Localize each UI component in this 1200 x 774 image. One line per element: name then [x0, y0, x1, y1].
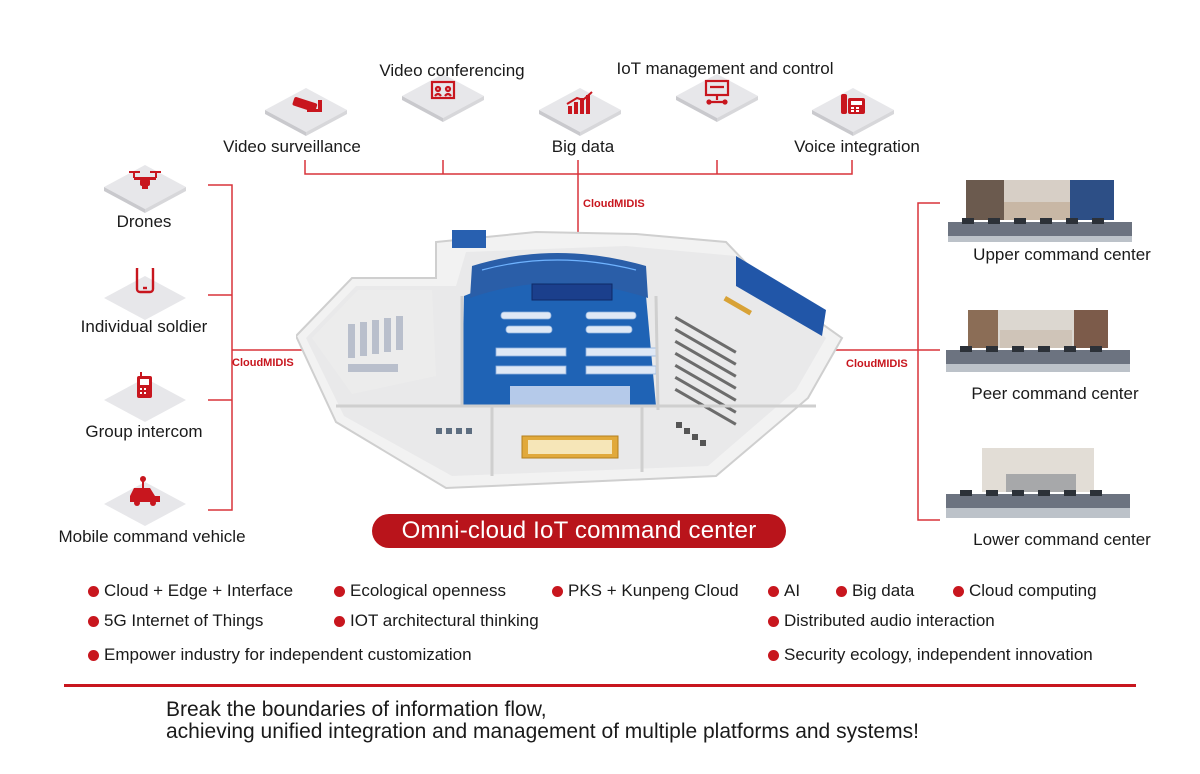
label-upper-command-center: Upper command center — [973, 245, 1151, 264]
video-surveillance-tile — [265, 88, 347, 136]
feature-item: Big data — [836, 581, 914, 601]
command-center-floorplan — [296, 230, 844, 490]
feature-item: Ecological openness — [334, 581, 506, 601]
bullet-dot — [88, 585, 99, 597]
bullet-dot — [334, 585, 345, 597]
individual-soldier-tile — [104, 268, 186, 320]
label-individual-soldier: Individual soldier — [80, 317, 208, 336]
label-video-surveillance: Video surveillance — [223, 137, 361, 156]
feature-item: AI — [768, 581, 800, 601]
bullet-dot — [768, 649, 779, 661]
bullet-dot — [88, 649, 99, 661]
bullet-dot — [953, 585, 964, 597]
label-drones: Drones — [116, 212, 172, 231]
bar-chart-icon — [566, 91, 593, 114]
lower-command-center-image — [946, 448, 1130, 518]
iot-management-tile — [676, 74, 758, 122]
omni-cloud-banner: Omni-cloud IoT command center — [372, 514, 786, 548]
slogan-line-1: Break the boundaries of information flow… — [166, 698, 547, 721]
feature-item: Distributed audio interaction — [768, 611, 995, 631]
label-lower-command-center: Lower command center — [973, 530, 1151, 549]
divider-line — [64, 684, 1136, 687]
drones-tile — [104, 165, 186, 213]
mobile-command-vehicle-tile — [104, 476, 186, 526]
slogan-line-2: achieving unified integration and manage… — [166, 720, 919, 743]
bullet-dot — [768, 615, 779, 627]
mobile-phone-icon — [135, 268, 155, 294]
feature-item: 5G Internet of Things — [88, 611, 263, 631]
conference-screen-icon — [430, 80, 456, 100]
label-voice-integration: Voice integration — [794, 137, 920, 156]
drone-icon — [129, 171, 161, 189]
cctv-camera-icon — [292, 97, 322, 112]
cloudmidis-tag-right: CloudMIDIS — [846, 358, 908, 370]
monitor-network-icon — [704, 79, 730, 105]
group-intercom-tile — [104, 372, 186, 422]
cloudmidis-tag-left: CloudMIDIS — [232, 357, 294, 369]
walkie-talkie-icon — [137, 372, 152, 398]
bullet-dot — [88, 615, 99, 627]
label-mobile-command-vehicle: Mobile command vehicle — [58, 527, 246, 546]
cloudmidis-tag-top: CloudMIDIS — [583, 198, 645, 210]
bullet-dot — [552, 585, 563, 597]
feature-item: IOT architectural thinking — [334, 611, 539, 631]
desk-phone-icon — [841, 94, 865, 114]
big-data-tile — [539, 88, 621, 136]
label-video-conferencing: Video conferencing — [379, 61, 525, 80]
command-vehicle-icon — [130, 476, 160, 506]
label-group-intercom: Group intercom — [85, 422, 203, 441]
bullet-dot — [334, 615, 345, 627]
bullet-dot — [768, 585, 779, 597]
label-big-data: Big data — [551, 137, 615, 156]
feature-item: Cloud + Edge + Interface — [88, 581, 293, 601]
feature-item: PKS + Kunpeng Cloud — [552, 581, 739, 601]
voice-integration-tile — [812, 88, 894, 136]
label-iot-management: IoT management and control — [616, 59, 834, 78]
feature-item: Cloud computing — [953, 581, 1097, 601]
upper-command-center-image — [948, 180, 1132, 242]
peer-command-center-image — [946, 310, 1130, 372]
feature-item: Security ecology, independent innovation — [768, 645, 1093, 665]
video-conferencing-tile — [402, 74, 484, 122]
feature-item: Empower industry for independent customi… — [88, 645, 472, 665]
label-peer-command-center: Peer command center — [971, 384, 1139, 403]
bullet-dot — [836, 585, 847, 597]
